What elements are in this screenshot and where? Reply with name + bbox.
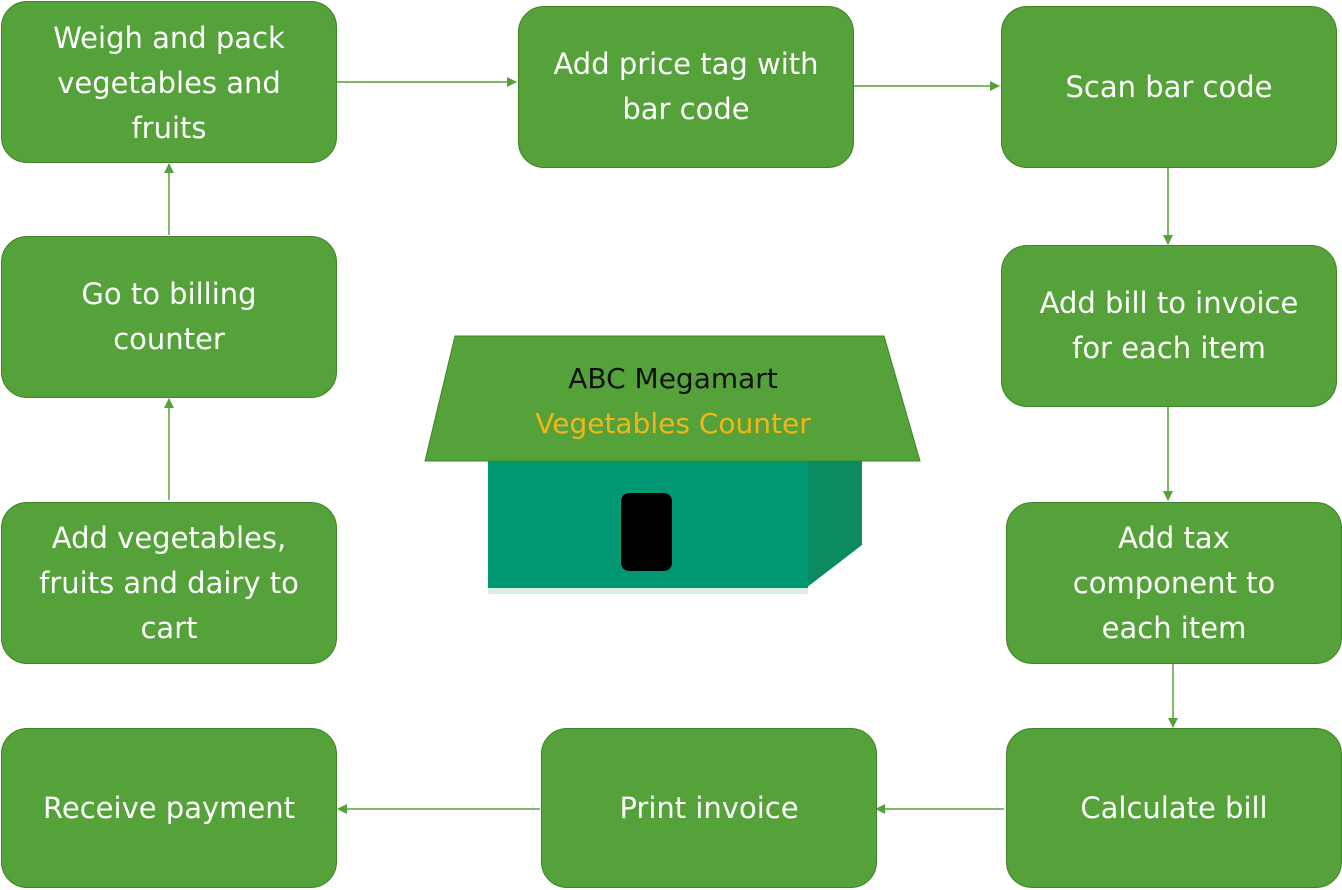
step-scan: Scan bar code [1001, 6, 1337, 168]
step-print-invoice-label: Print invoice [619, 790, 799, 825]
step-add-bill-label: Add bill to invoice for each item [1039, 286, 1299, 365]
store-name: ABC Megamart [568, 362, 778, 395]
step-weigh-pack: Weigh and pack vegetables and fruits [1, 1, 337, 163]
step-add-cart-label: Add vegetables, fruits and dairy to cart [39, 520, 299, 645]
step-calculate-bill-label: Calculate bill [1080, 790, 1268, 825]
step-scan-label: Scan bar code [1065, 69, 1273, 104]
step-print-invoice: Print invoice [541, 728, 877, 888]
step-add-cart: Add vegetables, fruits and dairy to cart [1, 502, 337, 664]
step-go-billing: Go to billing counter [1, 236, 337, 398]
step-go-billing-label: Go to billing counter [81, 277, 257, 356]
step-add-bill: Add bill to invoice for each item [1001, 245, 1337, 407]
store-side-wall [806, 461, 862, 588]
step-price-tag-label: Add price tag with bar code [553, 47, 819, 126]
store-counter-label: Vegetables Counter [535, 407, 811, 440]
step-receive-payment-label: Receive payment [43, 790, 295, 825]
step-add-tax: Add tax component to each item [1006, 502, 1342, 664]
step-add-tax-label: Add tax component to each item [1072, 520, 1276, 645]
store-door [621, 493, 672, 571]
step-weigh-pack-label: Weigh and pack vegetables and fruits [53, 21, 285, 145]
step-price-tag: Add price tag with bar code [518, 6, 854, 168]
store-roof [424, 335, 921, 462]
step-receive-payment: Receive payment [1, 728, 337, 888]
step-calculate-bill: Calculate bill [1006, 728, 1342, 888]
